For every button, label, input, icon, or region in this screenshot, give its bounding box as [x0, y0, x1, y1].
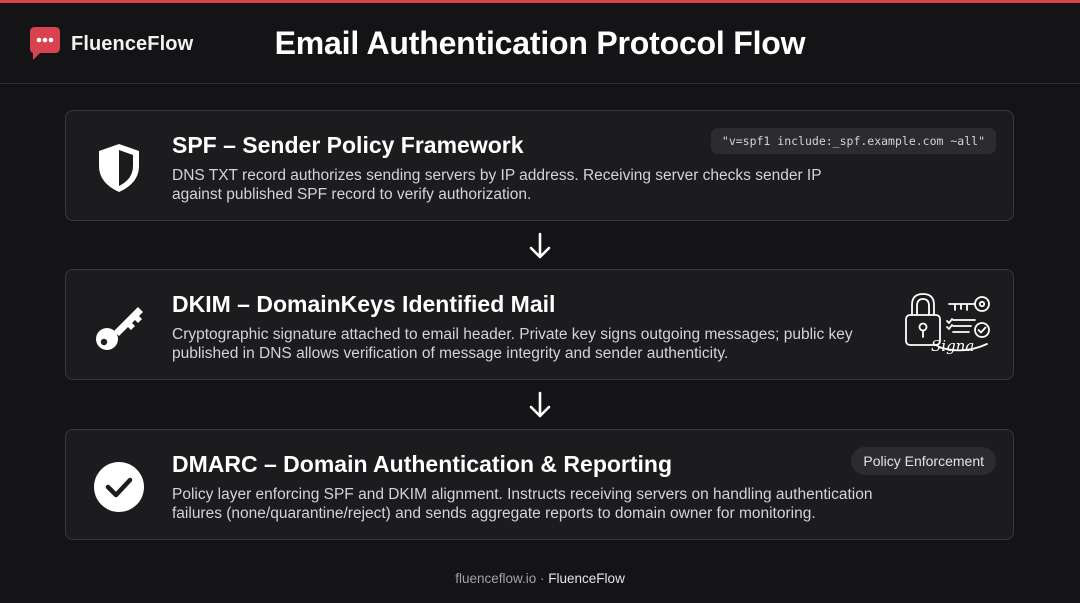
key-icon: [96, 307, 143, 350]
spf-record-code: "v=spf1 include:_spf.example.com ~all": [710, 128, 996, 154]
dkim-title: DKIM – DomainKeys Identified Mail: [172, 291, 556, 317]
shield-icon: [99, 144, 139, 192]
checkmark-circle-icon: [94, 462, 144, 512]
arrow-down-icon: [529, 391, 551, 418]
page-title: Email Authentication Protocol Flow: [274, 25, 806, 61]
signature-text: Signa: [931, 337, 974, 355]
header: FluenceFlow Email Authentication Protoco…: [0, 3, 1080, 84]
dkim-card: DKIM – DomainKeys Identified Mail Crypto…: [65, 269, 1014, 380]
footer-brand: FluenceFlow: [548, 571, 625, 586]
dmarc-card: DMARC – Domain Authentication & Reportin…: [65, 429, 1014, 540]
brand[interactable]: FluenceFlow: [28, 25, 193, 63]
dkim-description: Cryptographic signature attached to emai…: [172, 326, 853, 362]
spf-title: SPF – Sender Policy Framework: [172, 132, 524, 158]
chat-bubble-icon: [30, 27, 60, 60]
footer: fluenceflow.io · FluenceFlow: [0, 571, 1080, 586]
dmarc-title: DMARC – Domain Authentication & Reportin…: [172, 451, 673, 477]
footer-separator: ·: [540, 571, 545, 586]
footer-domain-link[interactable]: fluenceflow.io: [455, 571, 537, 586]
lock-key-signature-icon: Signa: [905, 293, 990, 355]
arrow-down-icon: [529, 232, 551, 259]
spf-description: DNS TXT record authorizes sending server…: [172, 167, 822, 203]
spf-card: SPF – Sender Policy Framework DNS TXT re…: [65, 110, 1014, 221]
brand-name: FluenceFlow: [71, 32, 194, 55]
dmarc-description: Policy layer enforcing SPF and DKIM alig…: [172, 486, 873, 522]
top-accent-bar: [0, 0, 1080, 3]
policy-enforcement-badge: Policy Enforcement: [851, 447, 996, 475]
